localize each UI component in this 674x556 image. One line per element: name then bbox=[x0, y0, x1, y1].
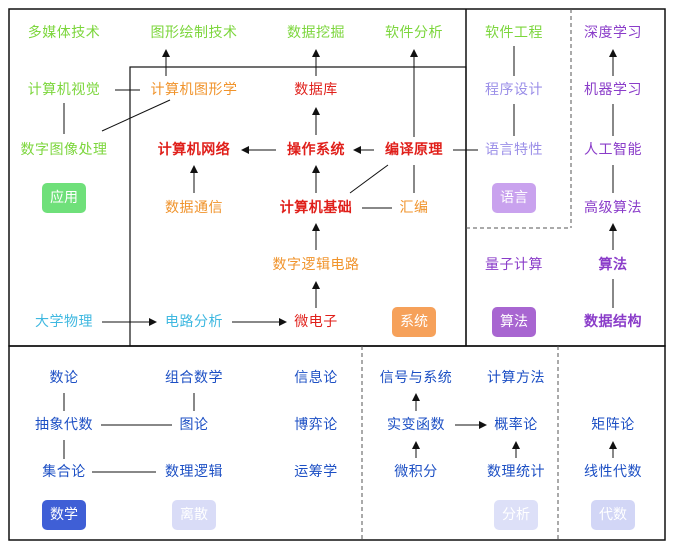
node-data-structure: 数据结构 bbox=[584, 314, 642, 330]
node-digital-logic: 数字逻辑电路 bbox=[272, 257, 360, 273]
node-physics: 大学物理 bbox=[35, 314, 93, 330]
node-real-analysis: 实变函数 bbox=[387, 417, 445, 433]
node-software-analysis: 软件分析 bbox=[385, 25, 443, 41]
node-operating-system: 操作系统 bbox=[287, 142, 345, 158]
node-machine-learning: 机器学习 bbox=[584, 82, 642, 98]
node-computing-methods: 计算方法 bbox=[487, 370, 545, 386]
node-number-theory: 数论 bbox=[49, 370, 79, 386]
node-combinatorics: 组合数学 bbox=[165, 370, 223, 386]
node-circuit: 电路分析 bbox=[165, 314, 223, 330]
badge-discrete: 离散 bbox=[172, 500, 216, 530]
node-program-design: 程序设计 bbox=[485, 82, 543, 98]
node-computer-network: 计算机网络 bbox=[157, 142, 231, 158]
badge-analysis: 分析 bbox=[494, 500, 538, 530]
node-abstract-algebra: 抽象代数 bbox=[35, 417, 93, 433]
node-matrix-theory: 矩阵论 bbox=[591, 417, 635, 433]
badge-application: 应用 bbox=[42, 183, 86, 213]
node-graphics-tech: 图形绘制技术 bbox=[150, 25, 238, 41]
badge-language: 语言 bbox=[492, 183, 536, 213]
node-database: 数据库 bbox=[294, 82, 338, 98]
node-computer-basics: 计算机基础 bbox=[279, 200, 353, 216]
node-digital-image: 数字图像处理 bbox=[20, 142, 108, 158]
bottom-frame bbox=[8, 345, 666, 541]
node-info-theory: 信息论 bbox=[294, 370, 338, 386]
node-software-eng: 软件工程 bbox=[485, 25, 543, 41]
node-calculus: 微积分 bbox=[394, 464, 438, 480]
badge-algorithm: 算法 bbox=[492, 307, 536, 337]
node-language-feature: 语言特性 bbox=[485, 142, 543, 158]
node-multimedia: 多媒体技术 bbox=[27, 25, 101, 41]
node-assembly: 汇编 bbox=[399, 200, 429, 216]
node-ai: 人工智能 bbox=[584, 142, 642, 158]
badge-system: 系统 bbox=[392, 307, 436, 337]
node-signals: 信号与系统 bbox=[379, 370, 453, 386]
node-operations-research: 运筹学 bbox=[294, 464, 338, 480]
node-computer-vision: 计算机视觉 bbox=[27, 82, 101, 98]
node-deep-learning: 深度学习 bbox=[584, 25, 642, 41]
node-computer-graphics: 计算机图形学 bbox=[150, 82, 238, 98]
node-data-comm: 数据通信 bbox=[165, 200, 223, 216]
badge-math: 数学 bbox=[42, 500, 86, 530]
node-linear-algebra: 线性代数 bbox=[584, 464, 642, 480]
node-compiler: 编译原理 bbox=[385, 142, 443, 158]
node-game-theory: 博弈论 bbox=[294, 417, 338, 433]
node-statistics: 数理统计 bbox=[487, 464, 545, 480]
node-advanced-algo: 高级算法 bbox=[584, 200, 642, 216]
node-graph-theory: 图论 bbox=[179, 417, 209, 433]
node-algorithm: 算法 bbox=[598, 257, 628, 273]
node-set-theory: 集合论 bbox=[42, 464, 86, 480]
node-math-logic: 数理逻辑 bbox=[165, 464, 223, 480]
node-microelectronics: 微电子 bbox=[294, 314, 338, 330]
badge-linear: 代数 bbox=[591, 500, 635, 530]
top-frame bbox=[8, 8, 666, 347]
node-probability: 概率论 bbox=[494, 417, 538, 433]
node-quantum: 量子计算 bbox=[485, 257, 543, 273]
node-data-mining: 数据挖掘 bbox=[287, 25, 345, 41]
